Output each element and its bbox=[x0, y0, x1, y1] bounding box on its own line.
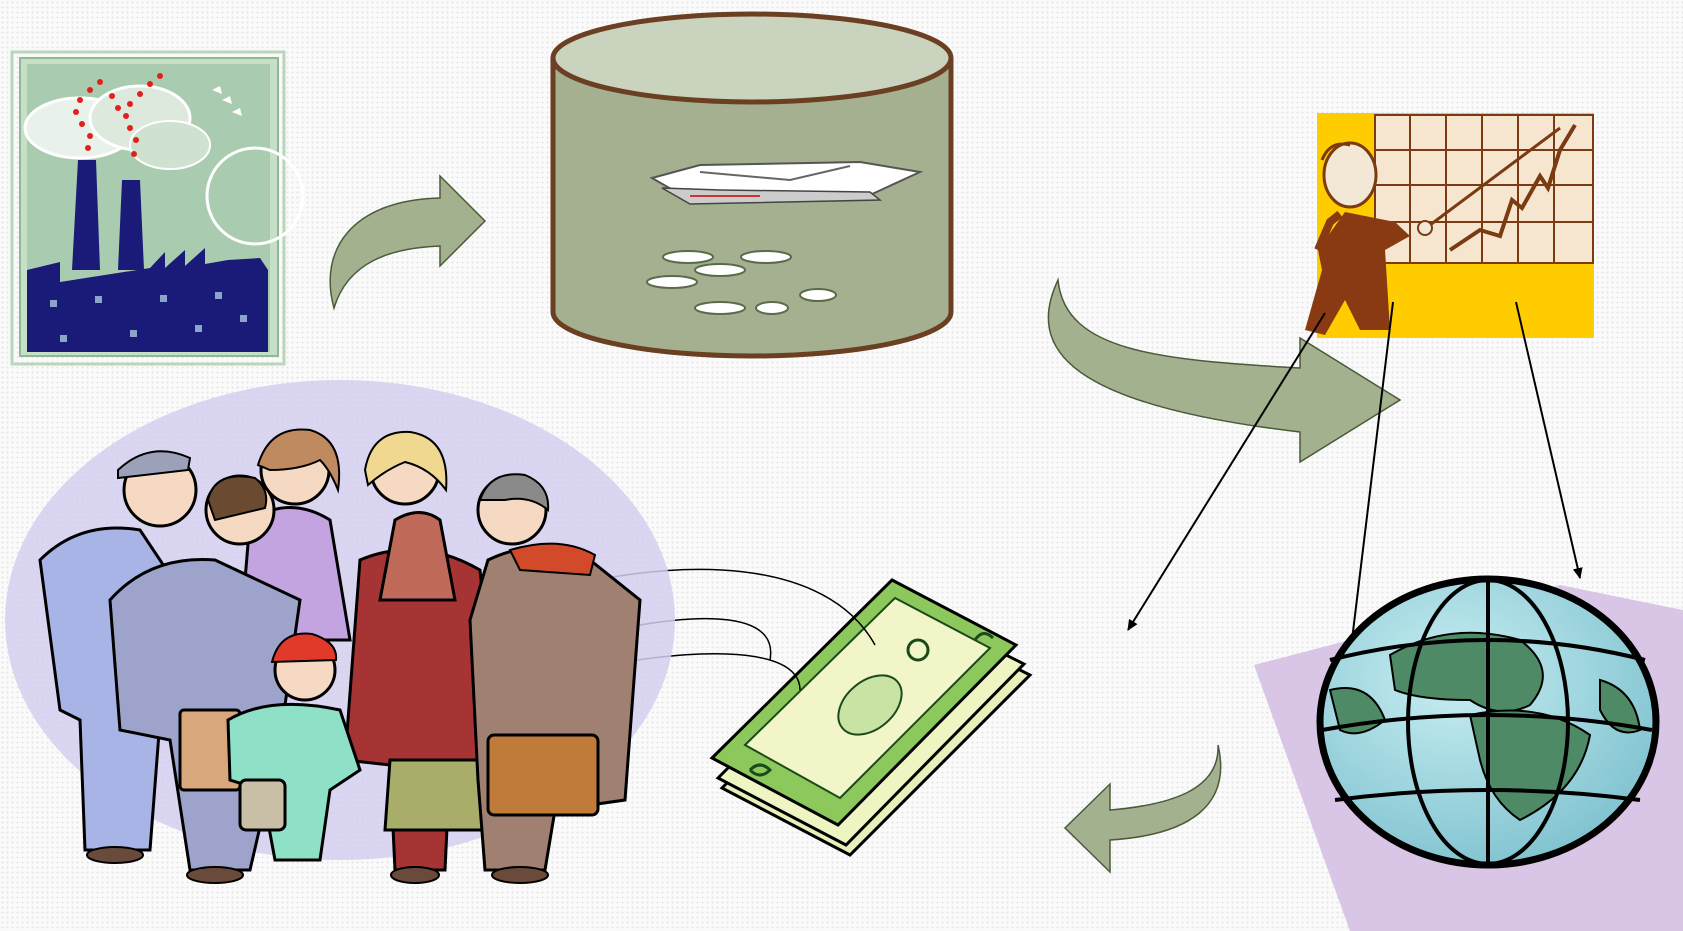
connector-analyst-to-empty bbox=[1127, 312, 1326, 631]
factory-icon bbox=[10, 50, 305, 366]
people-group-icon bbox=[5, 380, 675, 884]
flow-arrow-database-to-analyst bbox=[1047, 277, 1402, 464]
presenter-chart-icon bbox=[1305, 113, 1594, 338]
connector-analyst-to-globe bbox=[1515, 301, 1583, 579]
flow-arrow-globe-to-money bbox=[1063, 744, 1222, 874]
envelopes-icon bbox=[649, 160, 924, 205]
money-stack-icon bbox=[709, 578, 1033, 857]
database-cylinder-icon bbox=[550, 11, 954, 359]
coins-icon bbox=[646, 250, 837, 315]
globe-icon bbox=[1254, 575, 1683, 931]
connector-analyst-to-globe-left bbox=[1351, 301, 1394, 641]
flow-arrow-factory-to-database bbox=[329, 174, 487, 311]
